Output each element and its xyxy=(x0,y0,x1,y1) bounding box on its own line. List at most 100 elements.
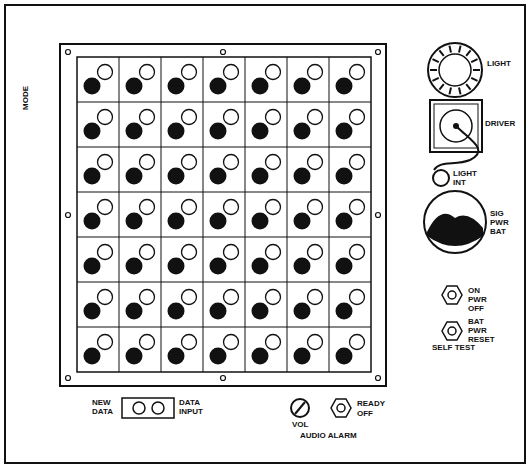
filled-lamp xyxy=(210,348,227,365)
open-lamp xyxy=(308,290,323,305)
open-lamp xyxy=(308,110,323,125)
filled-lamp xyxy=(252,168,269,185)
open-lamp xyxy=(224,200,239,215)
filled-lamp xyxy=(336,213,353,230)
open-lamp xyxy=(182,110,197,125)
switch-lever xyxy=(448,291,456,299)
filled-lamp xyxy=(84,213,101,230)
open-lamp xyxy=(266,65,281,80)
open-lamp xyxy=(182,290,197,305)
screw xyxy=(66,213,71,218)
filled-lamp xyxy=(294,258,311,275)
open-lamp xyxy=(140,110,155,125)
filled-lamp xyxy=(336,123,353,140)
grid-line xyxy=(203,57,204,372)
open-lamp xyxy=(224,155,239,170)
open-lamp xyxy=(140,200,155,215)
filled-lamp xyxy=(84,123,101,140)
open-lamp xyxy=(98,335,113,350)
meter-label: SIG PWR BAT xyxy=(490,210,520,236)
open-lamp xyxy=(308,245,323,260)
filled-lamp xyxy=(210,258,227,275)
filled-lamp xyxy=(294,123,311,140)
dial-tick xyxy=(471,78,477,81)
button-label: NEW DATA xyxy=(92,399,120,417)
open-lamp xyxy=(140,65,155,80)
open-lamp xyxy=(308,200,323,215)
open-lamp xyxy=(182,335,197,350)
dial-tick xyxy=(466,84,470,89)
filled-lamp xyxy=(252,78,269,95)
open-lamp xyxy=(182,200,197,215)
filled-lamp xyxy=(168,78,185,95)
panel-border xyxy=(5,5,525,463)
screw xyxy=(221,376,226,381)
filled-lamp xyxy=(294,303,311,320)
dial-tick xyxy=(449,46,451,53)
new-data-lamp xyxy=(133,402,145,414)
open-lamp xyxy=(98,65,113,80)
open-lamp xyxy=(266,155,281,170)
switch-lever xyxy=(337,404,345,412)
filled-lamp xyxy=(126,213,143,230)
open-lamp xyxy=(350,110,365,125)
dial-tick xyxy=(471,59,477,62)
grid-line xyxy=(77,102,371,103)
open-lamp xyxy=(350,290,365,305)
open-lamp xyxy=(98,290,113,305)
group-label: AUDIO ALARM xyxy=(300,432,357,441)
filled-lamp xyxy=(252,123,269,140)
dial-tick xyxy=(432,59,438,62)
filled-lamp xyxy=(126,258,143,275)
open-lamp xyxy=(308,335,323,350)
filled-lamp xyxy=(126,123,143,140)
open-lamp xyxy=(224,290,239,305)
grid-line xyxy=(77,147,371,148)
filled-lamp xyxy=(252,348,269,365)
signal-meter xyxy=(424,191,486,253)
button-label: DATA INPUT xyxy=(179,399,209,417)
screw xyxy=(66,50,71,55)
filled-lamp xyxy=(336,303,353,320)
knob-pointer xyxy=(295,402,305,414)
screw xyxy=(376,50,381,55)
filled-lamp xyxy=(294,213,311,230)
alarm-switch xyxy=(331,399,351,417)
dial-tick xyxy=(430,69,437,71)
grid-line xyxy=(77,192,371,193)
dial-tick xyxy=(432,78,438,81)
open-lamp xyxy=(98,200,113,215)
dial-tick xyxy=(466,50,470,55)
open-lamp xyxy=(182,245,197,260)
open-lamp xyxy=(140,335,155,350)
open-lamp xyxy=(350,200,365,215)
filled-lamp xyxy=(294,78,311,95)
filled-lamp xyxy=(84,303,101,320)
open-lamp xyxy=(350,245,365,260)
filled-lamp xyxy=(294,168,311,185)
filled-lamp xyxy=(126,348,143,365)
open-lamp xyxy=(224,110,239,125)
dial-ticks xyxy=(430,46,480,95)
filled-lamp xyxy=(84,258,101,275)
grid-line xyxy=(119,57,120,372)
driver-cable xyxy=(434,126,478,170)
knob-label: LIGHT INT xyxy=(453,170,483,188)
filled-lamp xyxy=(210,213,227,230)
grid-line xyxy=(245,57,246,372)
open-lamp xyxy=(350,65,365,80)
meter-scale xyxy=(427,214,483,246)
filled-lamp xyxy=(84,168,101,185)
grid-line xyxy=(77,237,371,238)
filled-lamp xyxy=(168,213,185,230)
filled-lamp xyxy=(168,348,185,365)
grid-line xyxy=(161,57,162,372)
grid-line xyxy=(77,327,371,328)
filled-lamp xyxy=(210,123,227,140)
filled-lamp xyxy=(168,123,185,140)
open-lamp xyxy=(224,65,239,80)
filled-lamp xyxy=(336,348,353,365)
light-dial xyxy=(428,43,482,97)
indicator-grid xyxy=(77,57,371,372)
